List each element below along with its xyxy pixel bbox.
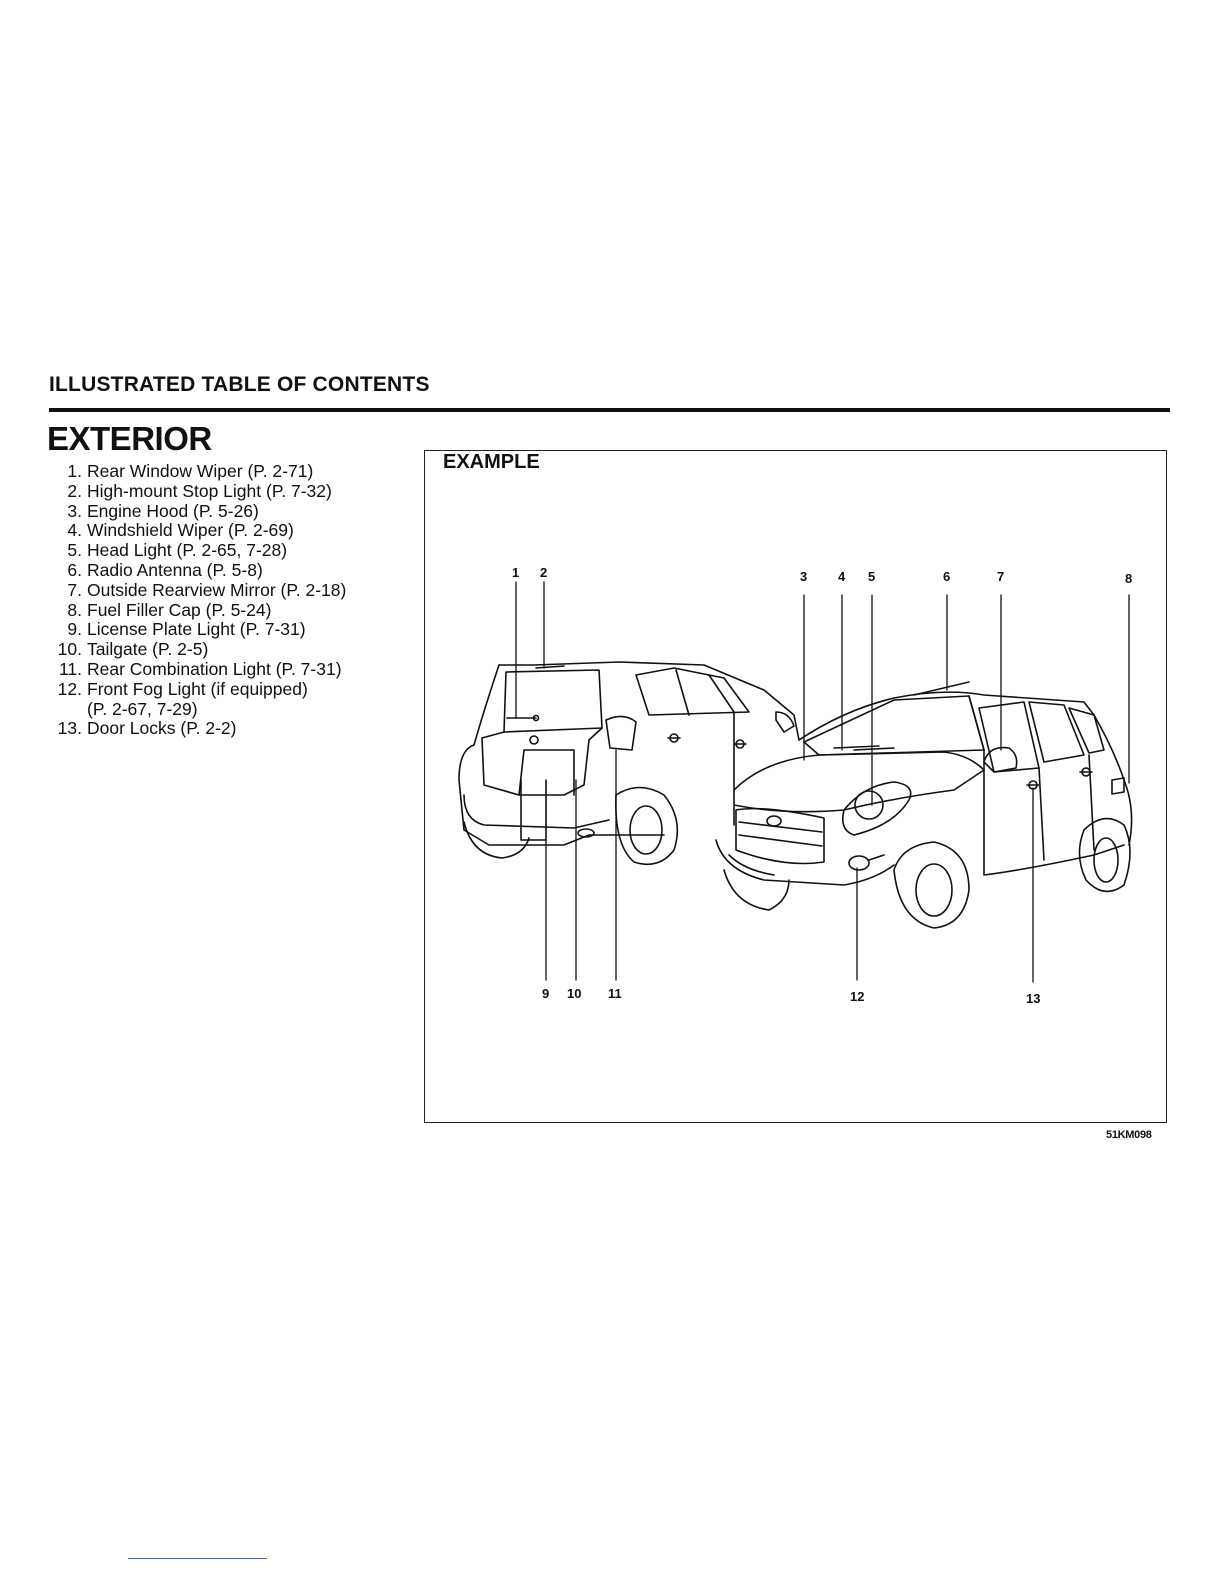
- list-item: 3.Engine Hood (P. 5-26): [67, 500, 259, 521]
- list-item: 8.Fuel Filler Cap (P. 5-24): [67, 599, 272, 620]
- list-item: 10.Tailgate (P. 2-5): [57, 639, 209, 660]
- page-header-title: ILLUSTRATED TABLE OF CONTENTS: [49, 373, 430, 396]
- list-item: 1.Rear Window Wiper (P. 2-71): [67, 461, 314, 481]
- callout-13: 13: [1026, 991, 1040, 1006]
- figure-code: 51KM098: [1106, 1129, 1152, 1141]
- list-item: 4.Windshield Wiper (P. 2-69): [67, 520, 294, 541]
- list-item: 13.Door Locks (P. 2-2): [57, 718, 237, 739]
- list-item: 6.Radio Antenna (P. 5-8): [67, 559, 263, 580]
- callout-3: 3: [800, 569, 807, 584]
- callout-numbers: 1 2 3 4 5 6 7 8 9 10 11 12 13: [512, 565, 1132, 1006]
- callout-4: 4: [838, 569, 846, 584]
- list-item: 9.License Plate Light (P. 7-31): [67, 619, 306, 640]
- figure-frame: [424, 450, 1167, 1123]
- figure-label: EXAMPLE: [443, 451, 540, 473]
- callout-12: 12: [850, 989, 864, 1004]
- list-item-continuation: (P. 2-67, 7-29): [87, 698, 198, 719]
- list-item: 11.Rear Combination Light (P. 7-31): [58, 658, 342, 679]
- callout-8: 8: [1125, 571, 1132, 586]
- callout-2: 2: [540, 565, 547, 580]
- footer-divider: [128, 1558, 267, 1559]
- list-item: 2.High-mount Stop Light (P. 7-32): [67, 480, 332, 501]
- callout-6: 6: [943, 569, 950, 584]
- callout-9: 9: [542, 986, 549, 1001]
- front-car-drawing: [715, 681, 1133, 929]
- list-item: 7.Outside Rearview Mirror (P. 2-18): [67, 579, 347, 600]
- callout-11: 11: [608, 986, 622, 1001]
- callout-10: 10: [567, 986, 581, 1001]
- callout-5: 5: [868, 569, 875, 584]
- list-item: 5.Head Light (P. 2-65, 7-28): [67, 540, 288, 561]
- section-title: EXTERIOR: [47, 420, 212, 457]
- callout-leader-lines: [515, 581, 1130, 983]
- car-exterior-illustration: 1 2 3 4 5 6 7 8 9 10 11 12 13: [458, 565, 1133, 1006]
- rear-car-drawing: [458, 661, 800, 866]
- list-item: 12.Front Fog Light (if equipped): [57, 678, 308, 699]
- callout-1: 1: [512, 565, 519, 580]
- callout-7: 7: [997, 569, 1004, 584]
- exterior-item-list: 1.Rear Window Wiper (P. 2-71) 2.High-mou…: [47, 461, 347, 739]
- header-divider: [49, 408, 1170, 412]
